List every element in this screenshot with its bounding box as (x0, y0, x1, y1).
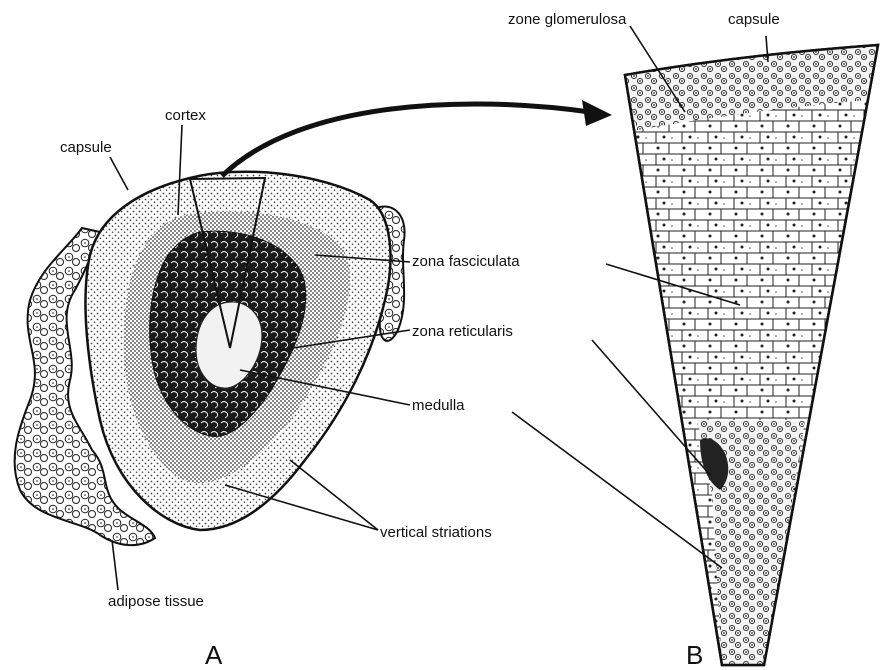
wedge-to-panel-b-arrowhead (582, 100, 612, 126)
label-adipose-tissue: adipose tissue (108, 593, 204, 610)
label-zone-glomerulosa: zone glomerulosa (508, 11, 627, 28)
label-cortex: cortex (165, 107, 206, 124)
label-vertical-striations: vertical striations (380, 524, 492, 541)
leader-adipose (112, 540, 118, 590)
leader-striations-1 (290, 460, 378, 530)
panel-a-letter: A (205, 640, 223, 670)
panel-b-letter: B (686, 640, 703, 670)
wedge-to-panel-b-arrow (222, 104, 590, 176)
panel-b-drawing (625, 45, 878, 665)
label-zona-fasciculata: zona fasciculata (412, 253, 520, 270)
label-medulla: medulla (412, 397, 465, 414)
label-capsule-a: capsule (60, 139, 112, 156)
label-capsule-b: capsule (728, 11, 780, 28)
leader-capsule-a (110, 157, 128, 190)
label-zona-reticularis: zona reticularis (412, 323, 513, 340)
